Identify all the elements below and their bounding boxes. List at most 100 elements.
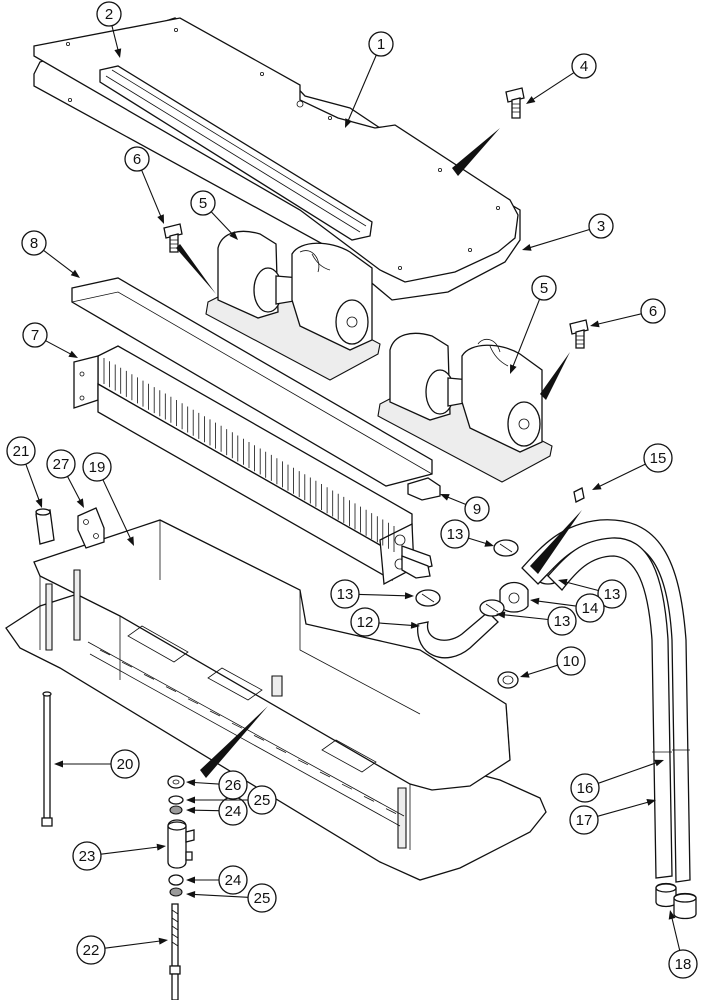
callout-c12: 12	[350, 607, 420, 637]
callout-bubble	[82, 452, 112, 482]
callout-bubble	[6, 436, 36, 466]
callout-bubble	[597, 579, 627, 609]
callout-leader	[503, 614, 549, 621]
callout-c13a: 13	[440, 519, 494, 549]
housing-base	[5, 519, 547, 881]
clamp-13-a	[493, 539, 519, 557]
callout-bubble	[22, 322, 48, 348]
callout-leader	[358, 593, 407, 597]
callout-bubble	[643, 443, 673, 473]
callout-number: 27	[53, 456, 70, 473]
callout-number: 13	[337, 586, 354, 603]
callout-bubble	[72, 841, 102, 871]
callout-number: 26	[225, 777, 242, 794]
callout-leader	[43, 249, 74, 274]
callout-bubble	[440, 519, 470, 549]
callout-c5a: 5	[190, 190, 238, 240]
callout-bubble	[668, 949, 698, 979]
callout-layer: 1234556678910121313131314151617181920212…	[6, 1, 698, 979]
callout-arrowhead	[510, 364, 517, 374]
callout-arrowhead	[158, 937, 168, 945]
callout-c15: 15	[592, 443, 673, 490]
tee-fitting-23	[167, 819, 195, 869]
callout-arrowhead	[654, 759, 664, 767]
callout-arrowhead	[404, 592, 414, 600]
callout-arrowhead	[526, 96, 536, 104]
callout-c6a: 6	[124, 146, 164, 224]
pointer-wedge-cover	[452, 128, 500, 176]
callout-leader	[111, 25, 119, 51]
callout-leader	[193, 781, 220, 785]
callout-c25b: 25	[186, 883, 277, 913]
callout-number: 5	[199, 195, 207, 212]
callout-leader	[104, 940, 161, 949]
callout-c10: 10	[520, 646, 586, 678]
clamp-13-b	[415, 589, 441, 607]
channel-strip	[99, 65, 373, 241]
callout-c22: 22	[76, 935, 168, 965]
callout-c24a: 24	[186, 796, 248, 826]
callout-number: 25	[254, 890, 271, 907]
callout-leader	[378, 622, 413, 626]
callout-number: 13	[554, 613, 571, 630]
screw-6-left	[163, 223, 183, 253]
screw-4	[505, 87, 525, 119]
callout-number: 10	[563, 653, 580, 670]
callout-leader	[447, 496, 467, 506]
callout-c16: 16	[570, 759, 664, 803]
callout-leader	[193, 893, 249, 898]
callout-arrowhead	[35, 498, 43, 508]
callout-arrowhead	[590, 320, 600, 328]
callout-number: 23	[79, 848, 96, 865]
callout-arrowhead	[76, 498, 84, 508]
callout-number: 18	[675, 956, 692, 973]
callout-bubble	[110, 749, 140, 779]
callout-arrowhead	[496, 611, 506, 619]
callout-number: 15	[650, 450, 667, 467]
screw-6-right	[569, 319, 589, 349]
callout-leader	[598, 762, 657, 784]
callout-bubble	[218, 865, 248, 895]
hose-16-17	[521, 519, 691, 883]
callout-leader	[565, 581, 599, 592]
callout-bubble	[569, 805, 599, 835]
callout-arrowhead	[186, 876, 195, 884]
callout-number: 14	[582, 600, 599, 617]
callout-arrowhead	[229, 231, 238, 240]
callout-arrowhead	[127, 536, 134, 546]
callout-c21: 21	[6, 436, 43, 508]
callout-arrowhead	[156, 843, 166, 851]
heater-core	[73, 345, 433, 586]
stud-22	[169, 903, 181, 1001]
callout-number: 13	[604, 586, 621, 603]
callout-arrowhead	[186, 891, 196, 898]
bolt-20	[41, 691, 53, 827]
callout-number: 17	[576, 812, 593, 829]
callout-number: 9	[473, 501, 481, 518]
callout-leader	[67, 476, 81, 502]
callout-arrowhead	[68, 350, 78, 358]
pointer-wedge-base	[200, 706, 268, 778]
callout-number: 3	[597, 218, 605, 235]
callout-c24b: 24	[186, 865, 248, 895]
callout-bubble	[247, 785, 277, 815]
callout-arrowhead	[484, 540, 494, 547]
callout-arrowhead	[54, 760, 63, 768]
callout-arrowhead	[520, 671, 530, 678]
callout-leader	[25, 463, 40, 501]
callout-c3: 3	[522, 213, 614, 251]
pointer-wedge-hose	[530, 510, 582, 574]
plate-strip	[71, 277, 433, 487]
callout-c13b: 13	[330, 579, 414, 609]
callout-bubble	[124, 146, 150, 172]
callout-leader	[529, 228, 590, 249]
callout-bubble	[640, 298, 666, 324]
callout-bubble	[547, 606, 577, 636]
hose-12	[417, 611, 499, 659]
callout-arrowhead	[668, 910, 676, 920]
callout-leader	[537, 600, 577, 607]
callout-c13d: 13	[558, 578, 627, 609]
seal-strip	[407, 477, 441, 501]
callout-bubble	[218, 770, 248, 800]
